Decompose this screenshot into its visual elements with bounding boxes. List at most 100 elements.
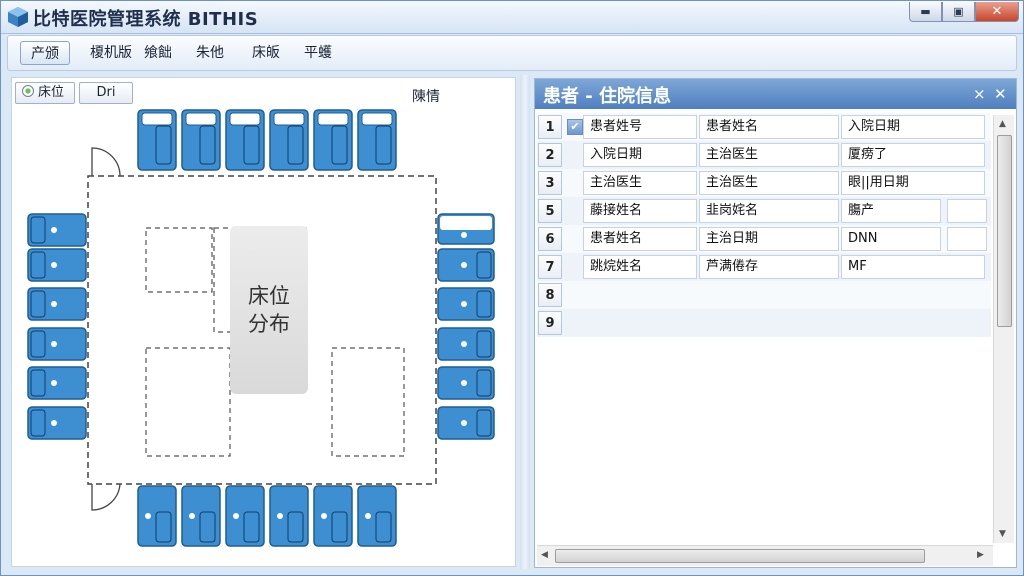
zone-top-left	[145, 227, 213, 293]
panel-title: 患者 - 住院信息	[543, 86, 672, 107]
radio-icon	[22, 85, 34, 97]
bed-distribution-label: 床位 分布	[230, 226, 308, 394]
bed-right-5[interactable]	[437, 366, 495, 400]
row-number[interactable]: 5	[538, 199, 562, 223]
bed-left-3[interactable]	[27, 287, 87, 321]
toolbar-item-5[interactable]: 床皈	[252, 45, 280, 61]
scroll-down-icon[interactable]: ▼	[999, 529, 1006, 539]
bed-view-label: 床位	[38, 85, 65, 100]
table-cell-extra[interactable]	[947, 199, 987, 223]
bed-right-4[interactable]	[437, 327, 495, 361]
horizontal-scrollbar[interactable]: ◀ ▶	[537, 545, 993, 566]
bed-bottom-4[interactable]	[269, 485, 309, 547]
table-row[interactable]	[537, 309, 991, 337]
table-cell[interactable]: 入院日期	[583, 143, 697, 167]
table-cell[interactable]: MF	[841, 255, 985, 279]
floor-plan	[27, 109, 495, 547]
table-cell[interactable]: 芦满倦存	[699, 255, 839, 279]
bed-top-2[interactable]	[181, 109, 221, 171]
table-cell[interactable]: DNN	[841, 227, 941, 251]
vertical-scrollbar[interactable]: ▲ ▼	[993, 115, 1014, 543]
horizontal-scroll-thumb[interactable]	[555, 549, 925, 563]
table-cell[interactable]: 跳烷姓名	[583, 255, 697, 279]
door-bottom	[91, 483, 121, 511]
toolbar-item-6[interactable]: 平蠖	[304, 45, 332, 61]
bed-right-3[interactable]	[437, 287, 495, 321]
bed-left-4[interactable]	[27, 327, 87, 361]
bed-left-5[interactable]	[27, 366, 87, 400]
bed-top-1[interactable]	[137, 109, 177, 171]
title-bar[interactable]: 比特医院管理系统 BITHIS ▬ ▣ ✕	[1, 1, 1023, 34]
table-cell[interactable]: 主治日期	[699, 227, 839, 251]
row-number[interactable]: 9	[538, 311, 562, 335]
bed-right-6[interactable]	[437, 406, 495, 440]
close-button[interactable]: ✕	[975, 2, 1019, 22]
row-number[interactable]: 6	[538, 227, 562, 251]
toolbar-item-3[interactable]: 飨飿	[144, 45, 172, 61]
bed-view-button[interactable]: 床位	[15, 82, 75, 104]
bed-bottom-2[interactable]	[181, 485, 221, 547]
bed-top-6[interactable]	[357, 109, 397, 171]
bed-right-2[interactable]	[437, 248, 495, 282]
bed-bottom-6[interactable]	[357, 485, 397, 547]
table-cell[interactable]: 韭岗姹名	[699, 199, 839, 223]
row-number[interactable]: 8	[538, 283, 562, 307]
scroll-up-icon[interactable]: ▲	[999, 119, 1006, 129]
table-cell-extra[interactable]	[947, 227, 987, 251]
vertical-scroll-thumb[interactable]	[997, 135, 1012, 327]
bed-left-2[interactable]	[27, 248, 87, 282]
bed-left-6[interactable]	[27, 406, 87, 440]
minimize-icon: ▬	[920, 5, 931, 18]
minimize-button[interactable]: ▬	[909, 2, 942, 22]
bed-right-1[interactable]	[437, 213, 495, 245]
row-checkbox-checked-icon[interactable]: ✔	[567, 119, 583, 135]
bed-bottom-5[interactable]	[313, 485, 353, 547]
bed-top-3[interactable]	[225, 109, 265, 171]
bed-top-4[interactable]	[269, 109, 309, 171]
bed-top-5[interactable]	[313, 109, 353, 171]
row-number[interactable]: 3	[538, 171, 562, 195]
table-cell[interactable]: 入院日期	[841, 115, 985, 139]
scroll-right-icon[interactable]: ▶	[977, 550, 984, 560]
close-icon: ✕	[991, 4, 1003, 19]
table-cell[interactable]: 患者姓名	[699, 115, 839, 139]
scroll-left-icon[interactable]: ◀	[541, 550, 548, 560]
secondary-button[interactable]: Dri	[79, 82, 133, 104]
maximize-button[interactable]: ▣	[942, 2, 975, 22]
panel-close-icon[interactable]: ✕	[994, 85, 1007, 103]
main-toolbar: 产颁 榎机版 飨飿 朱他 床皈 平蠖	[7, 35, 1017, 71]
maximize-icon: ▣	[953, 5, 964, 18]
row-number[interactable]: 2	[538, 143, 562, 167]
bed-left-1[interactable]	[27, 213, 87, 247]
table-cell[interactable]: 藤接姓名	[583, 199, 697, 223]
table-cell[interactable]: 膓产	[841, 199, 941, 223]
bed-bottom-1[interactable]	[137, 485, 177, 547]
door-top	[91, 147, 121, 177]
center-label-line2: 分布	[248, 312, 290, 336]
splitter[interactable]	[520, 75, 530, 569]
bed-bottom-3[interactable]	[225, 485, 265, 547]
row-number[interactable]: 1	[538, 115, 562, 139]
table-cell[interactable]: 患者姓名	[583, 227, 697, 251]
table-cell[interactable]: 主治医生	[583, 171, 697, 195]
table-cell[interactable]: 主治医生	[699, 171, 839, 195]
toolbar-item-1[interactable]: 产颁	[20, 41, 70, 65]
table-cell[interactable]: 眼||用日期	[841, 171, 985, 195]
table-cell[interactable]: 主治医生	[699, 143, 839, 167]
panel-label: 陳情	[412, 89, 440, 105]
pin-icon[interactable]: ⨯	[973, 85, 986, 103]
table-cell[interactable]: 厦痨了	[841, 143, 985, 167]
toolbar-item-2[interactable]: 榎机版	[90, 45, 132, 61]
zone-bottom-left	[145, 347, 231, 457]
panel-header: 患者 - 住院信息 ⨯ ✕	[535, 79, 1016, 109]
toolbar-item-4[interactable]: 朱他	[196, 45, 224, 61]
table-cell[interactable]: 患者姓号	[583, 115, 697, 139]
bed-layout-panel: 床位 Dri 陳情 床位 分布	[11, 77, 516, 567]
window-title: 比特医院管理系统 BITHIS	[33, 9, 259, 30]
app-logo-icon	[8, 7, 28, 27]
center-label-line1: 床位	[248, 284, 290, 308]
table-row[interactable]	[537, 281, 991, 309]
row-number[interactable]: 7	[538, 255, 562, 279]
